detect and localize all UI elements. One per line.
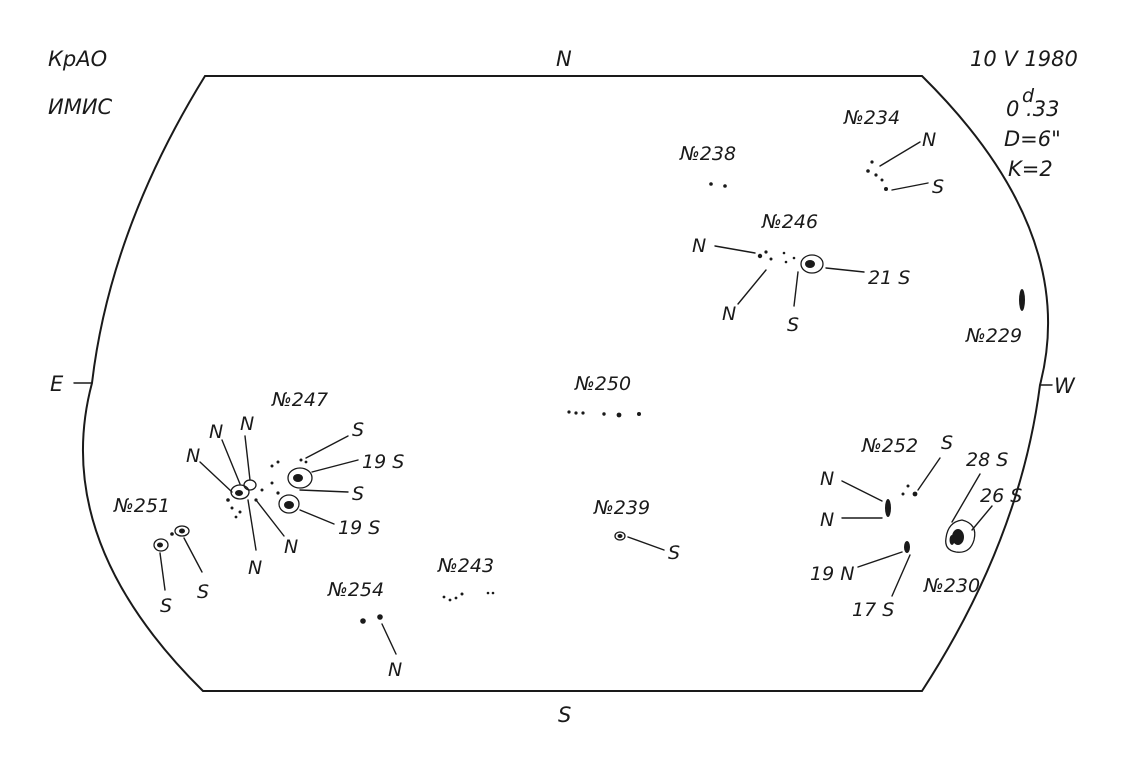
region-251-spots xyxy=(153,525,190,552)
region-252-19n: 19 N xyxy=(810,563,854,585)
region-234-s: S xyxy=(932,176,944,198)
region-247-s1: S xyxy=(352,419,364,441)
region-247-s1-leader xyxy=(305,435,349,459)
region-252-17s: 17 S xyxy=(852,599,894,621)
region-252-17s-leader xyxy=(891,554,911,597)
region-252-19n-leader xyxy=(857,551,903,568)
region-230-26s-leader xyxy=(971,505,993,531)
south-label: S xyxy=(558,703,571,727)
region-246-n1: N xyxy=(692,235,706,257)
region-246-spots xyxy=(757,250,824,274)
region-243-spots xyxy=(442,591,495,602)
region-247-spots xyxy=(226,458,313,519)
region-239-spots xyxy=(614,531,626,541)
region-246-s: S xyxy=(787,314,799,336)
region-234-label: №234 xyxy=(843,107,900,129)
region-251-s1-leader xyxy=(159,552,166,591)
region-252-n1: N xyxy=(820,468,834,490)
region-247-19s2: 19 S xyxy=(338,517,380,539)
region-246-n2-leader xyxy=(737,269,767,305)
region-246-s-leader xyxy=(793,271,799,307)
region-229-label: №229 xyxy=(965,325,1022,347)
region-247-n4-leader xyxy=(247,499,257,551)
region-247-n4: N xyxy=(248,557,262,579)
observation-time: 0 .33 xyxy=(1006,97,1059,121)
region-252-spots xyxy=(885,484,918,517)
region-251-s2-leader xyxy=(183,537,203,573)
region-252-s-leader xyxy=(917,457,941,491)
region-254-n: N xyxy=(388,659,402,681)
observation-date: 10 V 1980 xyxy=(970,47,1078,71)
north-label: N xyxy=(556,47,572,71)
region-246-21s-leader xyxy=(825,267,865,273)
region-247-n5-leader xyxy=(255,499,285,537)
region-234-s-leader xyxy=(891,182,929,191)
region-252-n2: N xyxy=(820,509,834,531)
region-229-spot xyxy=(1019,289,1025,311)
region-247-19s2-leader xyxy=(299,509,335,525)
region-239-s-leader xyxy=(627,536,665,551)
region-230-28s-leader xyxy=(951,473,981,523)
region-234-spots xyxy=(866,160,888,191)
region-252-s: S xyxy=(941,432,953,454)
region-247-n3: N xyxy=(240,413,254,435)
region-239-s: S xyxy=(668,542,680,564)
region-230-spots xyxy=(945,519,976,553)
region-252-label: №252 xyxy=(861,435,918,457)
region-254-spots xyxy=(360,614,383,624)
region-251-s2: S xyxy=(197,581,209,603)
region-238-spots xyxy=(709,182,727,188)
observer-label: ИМИС xyxy=(48,95,113,119)
region-246-n2: N xyxy=(722,303,736,325)
region-247-n1-leader xyxy=(199,461,233,493)
region-251-label: №251 xyxy=(113,495,170,517)
region-250-label: №250 xyxy=(574,373,631,395)
region-250-spots xyxy=(567,410,641,418)
region-252-south-spot xyxy=(904,541,910,553)
observatory-label: КрАО xyxy=(48,47,107,71)
region-247-s2-leader xyxy=(299,489,349,493)
region-247-s2: S xyxy=(352,483,364,505)
disk-diameter: D=6" xyxy=(1004,127,1061,151)
region-247-n5: N xyxy=(284,536,298,558)
region-246-21s: 21 S xyxy=(868,267,910,289)
region-247-n2: N xyxy=(209,421,223,443)
west-label: W xyxy=(1054,374,1076,398)
region-234-n: N xyxy=(922,129,936,151)
region-254-label: №254 xyxy=(327,579,384,601)
region-247-n1: N xyxy=(186,445,200,467)
region-247-n3-leader xyxy=(244,435,251,481)
region-247-label: №247 xyxy=(271,389,328,411)
east-label: E xyxy=(50,372,64,396)
region-238-label: №238 xyxy=(679,143,736,165)
region-243-label: №243 xyxy=(437,555,494,577)
quality-index: K=2 xyxy=(1008,157,1053,181)
region-247-19s1: 19 S xyxy=(362,451,404,473)
region-239-label: №239 xyxy=(593,497,650,519)
region-252-n1-leader xyxy=(841,480,883,502)
region-247-n2-leader xyxy=(221,439,241,485)
solar-disk-outline xyxy=(81,75,1050,692)
region-230-28s: 28 S xyxy=(966,449,1008,471)
region-251-s1: S xyxy=(160,595,172,617)
region-246-label: №246 xyxy=(761,211,818,233)
time-superscript: d xyxy=(1022,85,1035,107)
region-230-label: №230 xyxy=(923,575,980,597)
region-234-n-leader xyxy=(879,141,921,167)
region-230-26s: 26 S xyxy=(980,485,1022,507)
region-247-19s1-leader xyxy=(311,459,359,473)
region-246-n1-leader xyxy=(714,245,756,254)
region-254-n-leader xyxy=(381,623,397,655)
